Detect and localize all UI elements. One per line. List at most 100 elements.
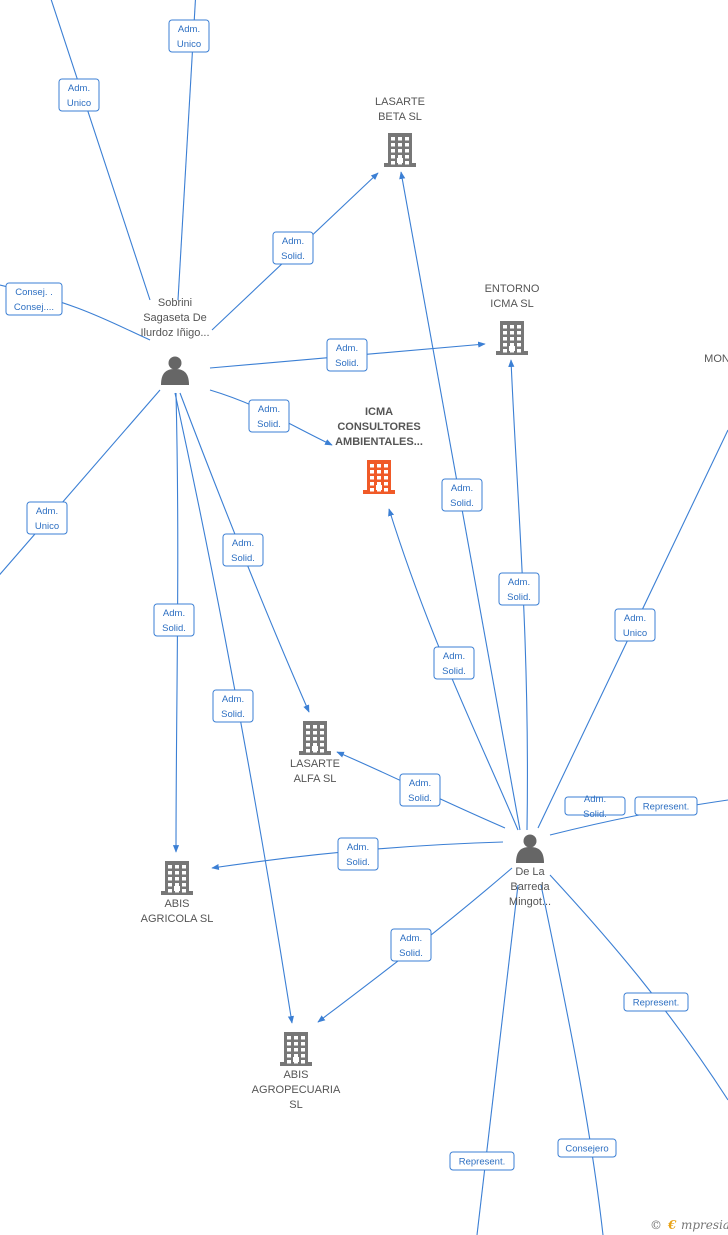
relationship-edge: [540, 884, 604, 1235]
relationship-label-text: Adm.: [347, 842, 369, 853]
relationship-label-text: Adm.: [624, 613, 646, 624]
relationship-label[interactable]: Adm. Unico: [26, 501, 68, 535]
node-label: Sobrini: [158, 297, 192, 309]
relationship-label-text: Adm.: [409, 778, 431, 789]
relationship-label-text: Adm.: [400, 933, 422, 944]
relationship-label[interactable]: Adm. Solid.: [564, 794, 626, 820]
company-building-icon: [161, 861, 193, 895]
relationship-label-text: Adm.: [584, 794, 606, 805]
relationship-label[interactable]: Adm.Solid.: [326, 338, 368, 372]
node-label: CONSULTORES: [337, 421, 420, 433]
relationship-label[interactable]: Represent.: [449, 1151, 515, 1171]
relationship-label-text: Adm.: [443, 651, 465, 662]
relationship-label-text: Unico: [177, 39, 201, 50]
node-label: AMBIENTALES...: [335, 436, 423, 448]
relationship-label[interactable]: Adm.Solid.: [153, 603, 195, 637]
company-node-lasarte-beta[interactable]: LASARTE BETA SL: [375, 96, 425, 167]
relationship-label[interactable]: Adm. Solid.: [433, 646, 475, 680]
node-label: ABIS: [283, 1069, 308, 1081]
relationship-label-text: Adm.: [36, 506, 58, 517]
relationship-label-text: Solid.: [408, 793, 432, 804]
node-label: LASARTE: [375, 96, 425, 108]
node-label: ENTORNO: [485, 283, 540, 295]
relationship-label-text: Solid.: [257, 419, 281, 430]
relationship-label-text: Solid.: [442, 666, 466, 677]
brand-logo-initial: €: [667, 1218, 677, 1232]
relationship-label-text: Adm.: [451, 483, 473, 494]
relationship-label[interactable]: Represent.: [623, 992, 689, 1012]
relationship-label[interactable]: Adm.Solid.: [272, 231, 314, 265]
company-building-icon: [496, 321, 528, 355]
node-label: AGROPECUARIA: [252, 1084, 341, 1096]
node-label: ABIS: [164, 898, 189, 910]
relationship-label-text: Adm.: [178, 24, 200, 35]
relationship-label-text: Unico: [35, 521, 59, 532]
relationship-label[interactable]: Adm. Solid.: [441, 478, 483, 512]
relationship-label-text: Unico: [623, 628, 647, 639]
relationship-label-text: Adm.: [508, 577, 530, 588]
relationship-label-text: Adm.: [336, 343, 358, 354]
company-node-mon[interactable]: MON: [704, 353, 728, 365]
node-label: Barreda: [510, 881, 550, 893]
person-icon: [161, 356, 189, 385]
relationship-edge: [388, 508, 519, 831]
copyright-symbol: ©: [650, 1218, 662, 1232]
node-label: LASARTE: [290, 758, 340, 770]
relationship-label-text: Represent.: [633, 998, 679, 1009]
relationship-label-text: Solid.: [281, 251, 305, 262]
relationship-label[interactable]: Adm. Unico: [614, 608, 656, 642]
node-label: AGRICOLA SL: [141, 913, 214, 925]
company-building-icon: [280, 1032, 312, 1066]
node-label: BETA SL: [378, 111, 422, 123]
relationship-label[interactable]: Adm. Solid.: [498, 572, 540, 606]
relationship-label[interactable]: Adm. Solid.: [390, 928, 432, 962]
relationship-label-text: Adm.: [68, 83, 90, 94]
relationship-label[interactable]: Represent.: [634, 796, 698, 816]
node-label: ALFA SL: [294, 773, 337, 785]
node-label: Ilurdoz Iñigo...: [140, 327, 209, 339]
relationship-edge: [549, 799, 728, 836]
relationship-label[interactable]: Consej. .Consej....: [5, 282, 63, 316]
relationship-label-text: Solid.: [399, 948, 423, 959]
relationship-edge: [0, 389, 161, 576]
relationship-edge: [50, 0, 151, 301]
relationship-label-text: Solid.: [450, 498, 474, 509]
relationship-label[interactable]: Adm. Solid.: [212, 689, 254, 723]
relationship-label[interactable]: Consejero: [557, 1138, 617, 1158]
company-node-abis-agropecuaria[interactable]: ABIS AGROPECUARIA SL: [252, 1032, 341, 1111]
relationship-label-text: Consejero: [565, 1144, 608, 1155]
company-node-abis-agricola[interactable]: ABIS AGRICOLA SL: [141, 861, 214, 925]
node-label: De La: [515, 866, 545, 878]
company-building-icon: [299, 721, 331, 755]
relationship-edge: [549, 874, 728, 1101]
relationship-label[interactable]: Adm. Unico: [58, 78, 100, 112]
brand-watermark: © € mpresia: [650, 1218, 728, 1232]
relationship-edge: [476, 884, 519, 1235]
node-label: MON: [704, 353, 728, 365]
relationship-label-text: Adm.: [163, 608, 185, 619]
node-label: Mingot...: [509, 896, 551, 908]
relationship-label-text: Represent.: [643, 802, 689, 813]
relationship-label-text: Solid.: [221, 709, 245, 720]
node-label: ICMA SL: [490, 298, 533, 310]
company-node-lasarte-alfa[interactable]: LASARTE ALFA SL: [290, 721, 340, 785]
node-label: ICMA: [365, 406, 393, 418]
relationship-label-text: Adm.: [232, 538, 254, 549]
brand-logo-text: mpresia: [681, 1218, 728, 1232]
relationship-label[interactable]: Adm.Solid.: [222, 533, 264, 567]
node-label: SL: [289, 1099, 302, 1111]
relationship-label-text: Solid.: [583, 809, 607, 820]
relationship-label-text: Adm.: [258, 404, 280, 415]
relationship-label[interactable]: Adm.Solid.: [337, 837, 379, 871]
relationship-label[interactable]: Adm. Solid.: [248, 399, 290, 433]
company-node-icma[interactable]: ICMA CONSULTORES AMBIENTALES...: [335, 406, 423, 494]
relationship-label[interactable]: Adm. Unico: [168, 19, 210, 53]
node-label: Sagaseta De: [143, 312, 207, 324]
relationship-label-text: Unico: [67, 98, 91, 109]
person-node-delabarreda[interactable]: De La BarredaMingot...: [509, 834, 551, 909]
relationship-label-text: Adm.: [222, 694, 244, 705]
company-node-entorno-icma[interactable]: ENTORNO ICMA SL: [485, 283, 540, 355]
relationship-label[interactable]: Adm. Solid.: [399, 773, 441, 807]
relationship-label-text: Solid.: [507, 592, 531, 603]
